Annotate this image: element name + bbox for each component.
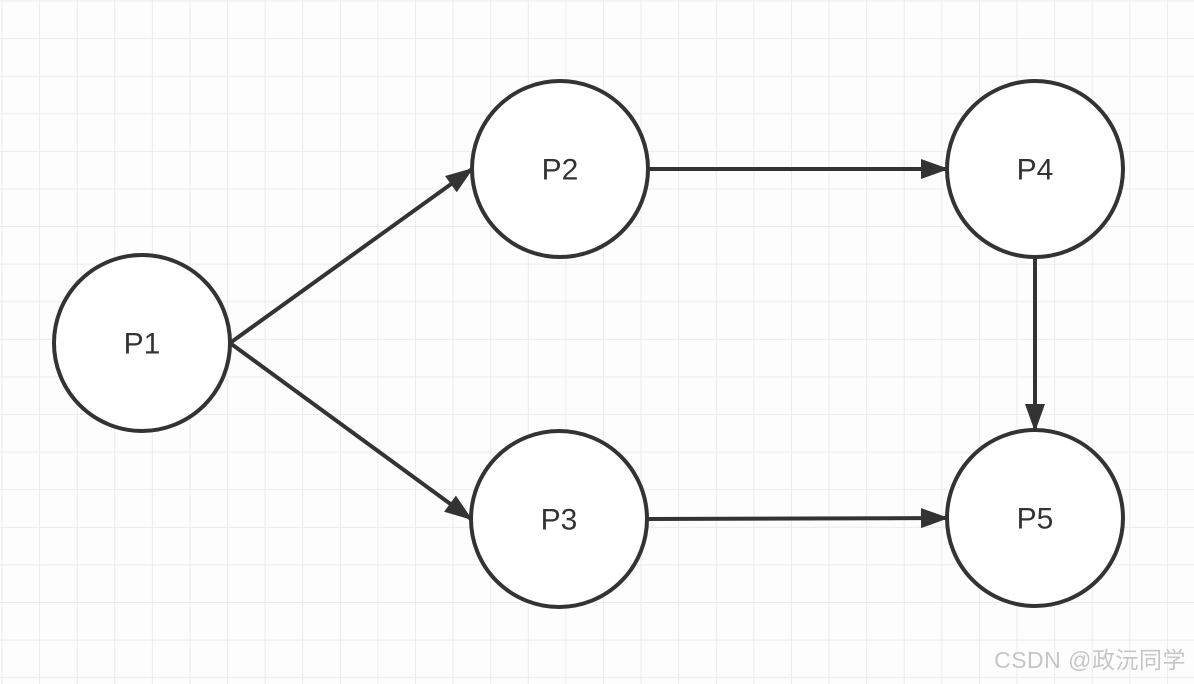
edge-P1-P2[interactable]: [228, 167, 474, 345]
edge-P1-P3[interactable]: [228, 341, 473, 521]
node-label-P3: P3: [541, 504, 578, 537]
edge-P3-P5[interactable]: [646, 508, 949, 529]
node-P1[interactable]: P1: [52, 253, 232, 433]
node-label-P1: P1: [124, 328, 161, 361]
node-label-P5: P5: [1017, 503, 1054, 536]
node-circle-P4[interactable]: [945, 79, 1125, 259]
node-circle-P2[interactable]: [470, 79, 650, 259]
node-label-P2: P2: [542, 154, 579, 187]
node-P5[interactable]: P5: [945, 428, 1125, 608]
node-P3[interactable]: P3: [469, 429, 649, 609]
node-circle-P5[interactable]: [945, 428, 1125, 608]
node-circle-P1[interactable]: [52, 253, 232, 433]
node-circle-P3[interactable]: [469, 429, 649, 609]
node-label-P4: P4: [1017, 154, 1054, 187]
node-P2[interactable]: P2: [470, 79, 650, 259]
node-P4[interactable]: P4: [945, 79, 1125, 259]
